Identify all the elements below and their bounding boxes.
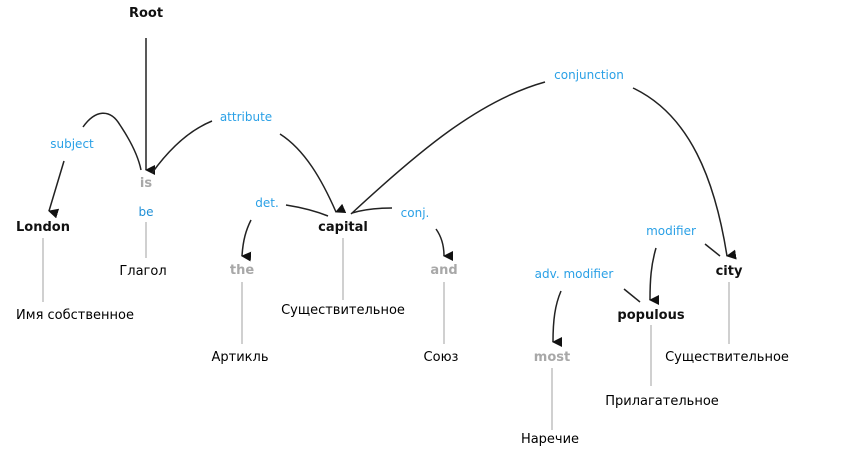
relation-attribute: attribute [219,110,273,124]
pos-city: Существительное [665,350,789,365]
word-is: is [139,176,153,191]
pos-most: Наречие [520,432,580,447]
relation-det: det. [255,196,279,210]
edge-advmod-stub [623,288,641,303]
edge-conj-out [435,228,454,261]
edge-subject-arc [82,112,142,171]
pos-capital: Существительное [281,303,405,318]
pos-the: Артикль [211,350,269,365]
relation-conj: conj. [400,206,430,220]
edge-advmod-out [552,290,563,348]
word-populous: populous [617,308,685,323]
edge-subject-arrow [48,160,65,219]
relation-subject: subject [50,137,94,151]
relation-modifier: modifier [646,224,696,238]
edge-attribute-in [151,120,213,174]
pos-is: Глагол [119,264,167,279]
pos-london: Имя собственное [16,308,134,323]
word-and: and [430,263,458,278]
edge-conjunction-in [350,81,546,215]
pos-and: Союз [423,350,459,365]
edge-conjunction-out [632,87,737,260]
edge-det-in [285,204,329,217]
word-capital: capital [318,220,368,235]
root-node: Root [128,6,164,21]
lemma-is: be [138,205,154,219]
edge-attribute-out [279,133,347,213]
relation-adv-modifier: adv. modifier [534,267,614,281]
edge-det-out [241,219,252,262]
edge-modifier-out [649,247,660,306]
edge-conj-in [351,207,393,214]
pos-populous: Прилагательное [605,394,719,409]
relation-conjunction: conjunction [554,68,624,82]
edge-modifier-stub [704,243,721,257]
word-city: city [715,264,743,279]
word-most: most [533,350,571,365]
word-the: the [229,263,255,278]
word-london: London [16,220,70,235]
